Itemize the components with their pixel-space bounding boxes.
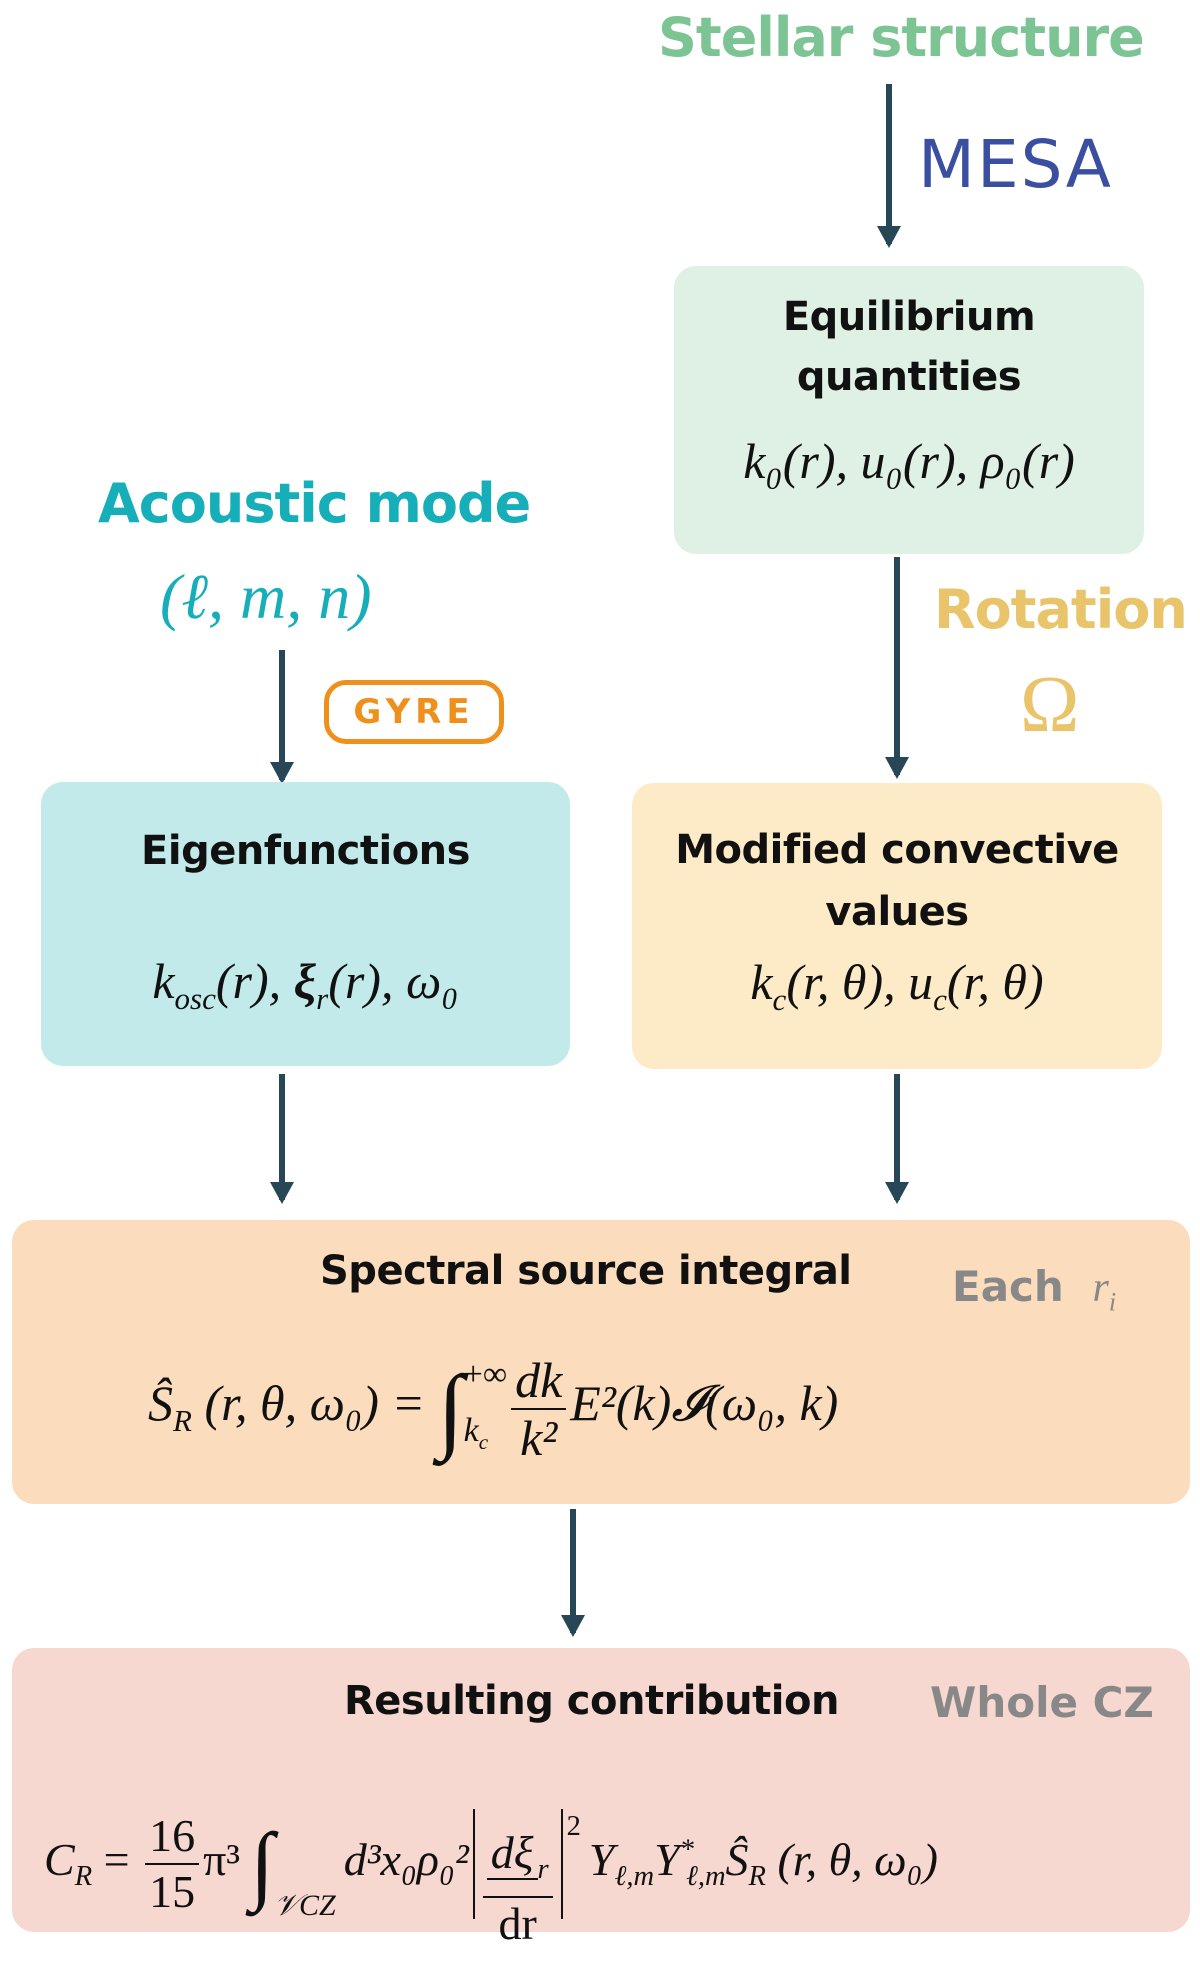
frac-num: 16 — [145, 1809, 200, 1866]
lhs-args: (r, θ, ω₀) = — [191, 1375, 438, 1431]
pi-cubed: π³ — [203, 1834, 241, 1885]
rhs-y1: Y — [588, 1834, 615, 1885]
lhs-s: Ŝ — [148, 1375, 173, 1431]
formula-part1: (r), — [215, 953, 294, 1009]
acoustic-mode-title: Acoustic mode — [98, 472, 531, 535]
resulting-title: Resulting contribution — [344, 1678, 839, 1724]
upper-limit: +∞ — [463, 1356, 508, 1394]
formula-xi: ξ — [293, 953, 317, 1009]
integral-sign: ∫ — [437, 1355, 464, 1462]
formula-k: k — [750, 954, 773, 1010]
formula-end: (r, θ) — [946, 954, 1044, 1010]
lower-limit: k — [463, 1412, 479, 1450]
equilibrium-box: Equilibrium quantities k₀(r), u₀(r), ρ₀(… — [674, 266, 1144, 554]
equilibrium-title-line1: Equilibrium — [782, 294, 1036, 340]
formula-k: k — [152, 953, 175, 1009]
arrow-eigenfunctions-to-spectral — [270, 1074, 294, 1204]
eigenfunctions-title: Eigenfunctions — [141, 828, 470, 874]
frac-den: k² — [520, 1409, 558, 1466]
arrow-spectral-to-resulting — [561, 1509, 585, 1637]
rotation-omega-symbol: Ω — [1020, 661, 1080, 749]
modified-title-line2: values — [825, 889, 969, 935]
rhs-s-sub: R — [748, 1861, 766, 1893]
lhs-sub: R — [173, 1403, 192, 1438]
whole-cz-tag: Whole CZ — [930, 1678, 1154, 1727]
stellar-structure-title: Stellar structure — [658, 6, 1145, 69]
formula-u-sub: c — [933, 982, 947, 1017]
modified-formula: kc(r, θ), uc(r, θ) — [632, 953, 1162, 1018]
gyre-logo-text: GYRE — [353, 692, 475, 732]
rhs-y2: Y — [654, 1834, 680, 1885]
formula-mid: (r, θ), u — [786, 954, 934, 1010]
equilibrium-title-line2: quantities — [796, 354, 1022, 400]
abs-num-sub: r — [537, 1854, 549, 1886]
integral-sign: ∫ — [250, 1815, 275, 1913]
tag-var: r — [1092, 1265, 1109, 1311]
formula-part2: (r), ω₀ — [328, 953, 459, 1009]
rhs-s: Ŝ — [725, 1834, 749, 1885]
rotation-title: Rotation — [934, 578, 1188, 641]
spectral-source-box: Spectral source integral Each ri ŜR (r, … — [12, 1220, 1190, 1504]
formula-xi-sub: r — [316, 981, 329, 1016]
frac-den: 15 — [149, 1866, 196, 1918]
arrow-equilibrium-to-modified — [885, 557, 909, 779]
acoustic-mode-params: (ℓ, m, n) — [160, 561, 372, 632]
power: 2 — [566, 1811, 581, 1842]
integrand: d³x₀ρ₀² — [343, 1834, 469, 1885]
each-label: Each — [952, 1262, 1064, 1311]
lower-limit-sub: CZ — [299, 1889, 336, 1922]
spectral-title: Spectral source integral — [320, 1248, 852, 1294]
equilibrium-formula: k₀(r), u₀(r), ρ₀(r) — [743, 433, 1075, 489]
rhs-y2-sub: ℓ,m — [685, 1861, 726, 1893]
formula-k-sub: c — [772, 982, 787, 1017]
abs-num: dξ — [486, 1827, 538, 1881]
modified-title-line1: Modified convective — [675, 827, 1119, 873]
abs-den: dr — [498, 1898, 537, 1950]
arrow-stellar-to-equilibrium — [877, 84, 901, 248]
arrow-acoustic-to-eigenfunctions — [270, 650, 294, 784]
mesa-logo: MESA — [918, 126, 1113, 203]
lhs-sub: R — [74, 1861, 93, 1893]
eigenfunctions-formula: kosc(r), ξr(r), ω₀ — [41, 952, 570, 1017]
eigenfunctions-box: Eigenfunctions kosc(r), ξr(r), ω₀ — [41, 782, 570, 1066]
lhs-c: C — [44, 1834, 75, 1885]
rhs-y2-sup: * — [679, 1834, 694, 1866]
arrow-modified-to-spectral — [885, 1074, 909, 1204]
lower-limit: 𝒱 — [274, 1889, 300, 1922]
each-ri-tag: Each ri — [952, 1262, 1116, 1317]
gyre-logo: GYRE — [324, 680, 504, 744]
rhs-args: (r, θ, ω₀) — [765, 1834, 938, 1885]
formula-k-sub: osc — [174, 981, 216, 1016]
rhs-y1-sub: ℓ,m — [614, 1861, 655, 1893]
frac-num: dk — [511, 1352, 567, 1410]
tag-var-sub: i — [1108, 1287, 1117, 1317]
equals: = — [92, 1834, 142, 1885]
lower-limit-sub: c — [478, 1429, 489, 1454]
modified-convective-box: Modified convective values kc(r, θ), uc(… — [632, 783, 1162, 1069]
rhs: E²(k)𝓘(ω₀, k) — [570, 1375, 839, 1431]
